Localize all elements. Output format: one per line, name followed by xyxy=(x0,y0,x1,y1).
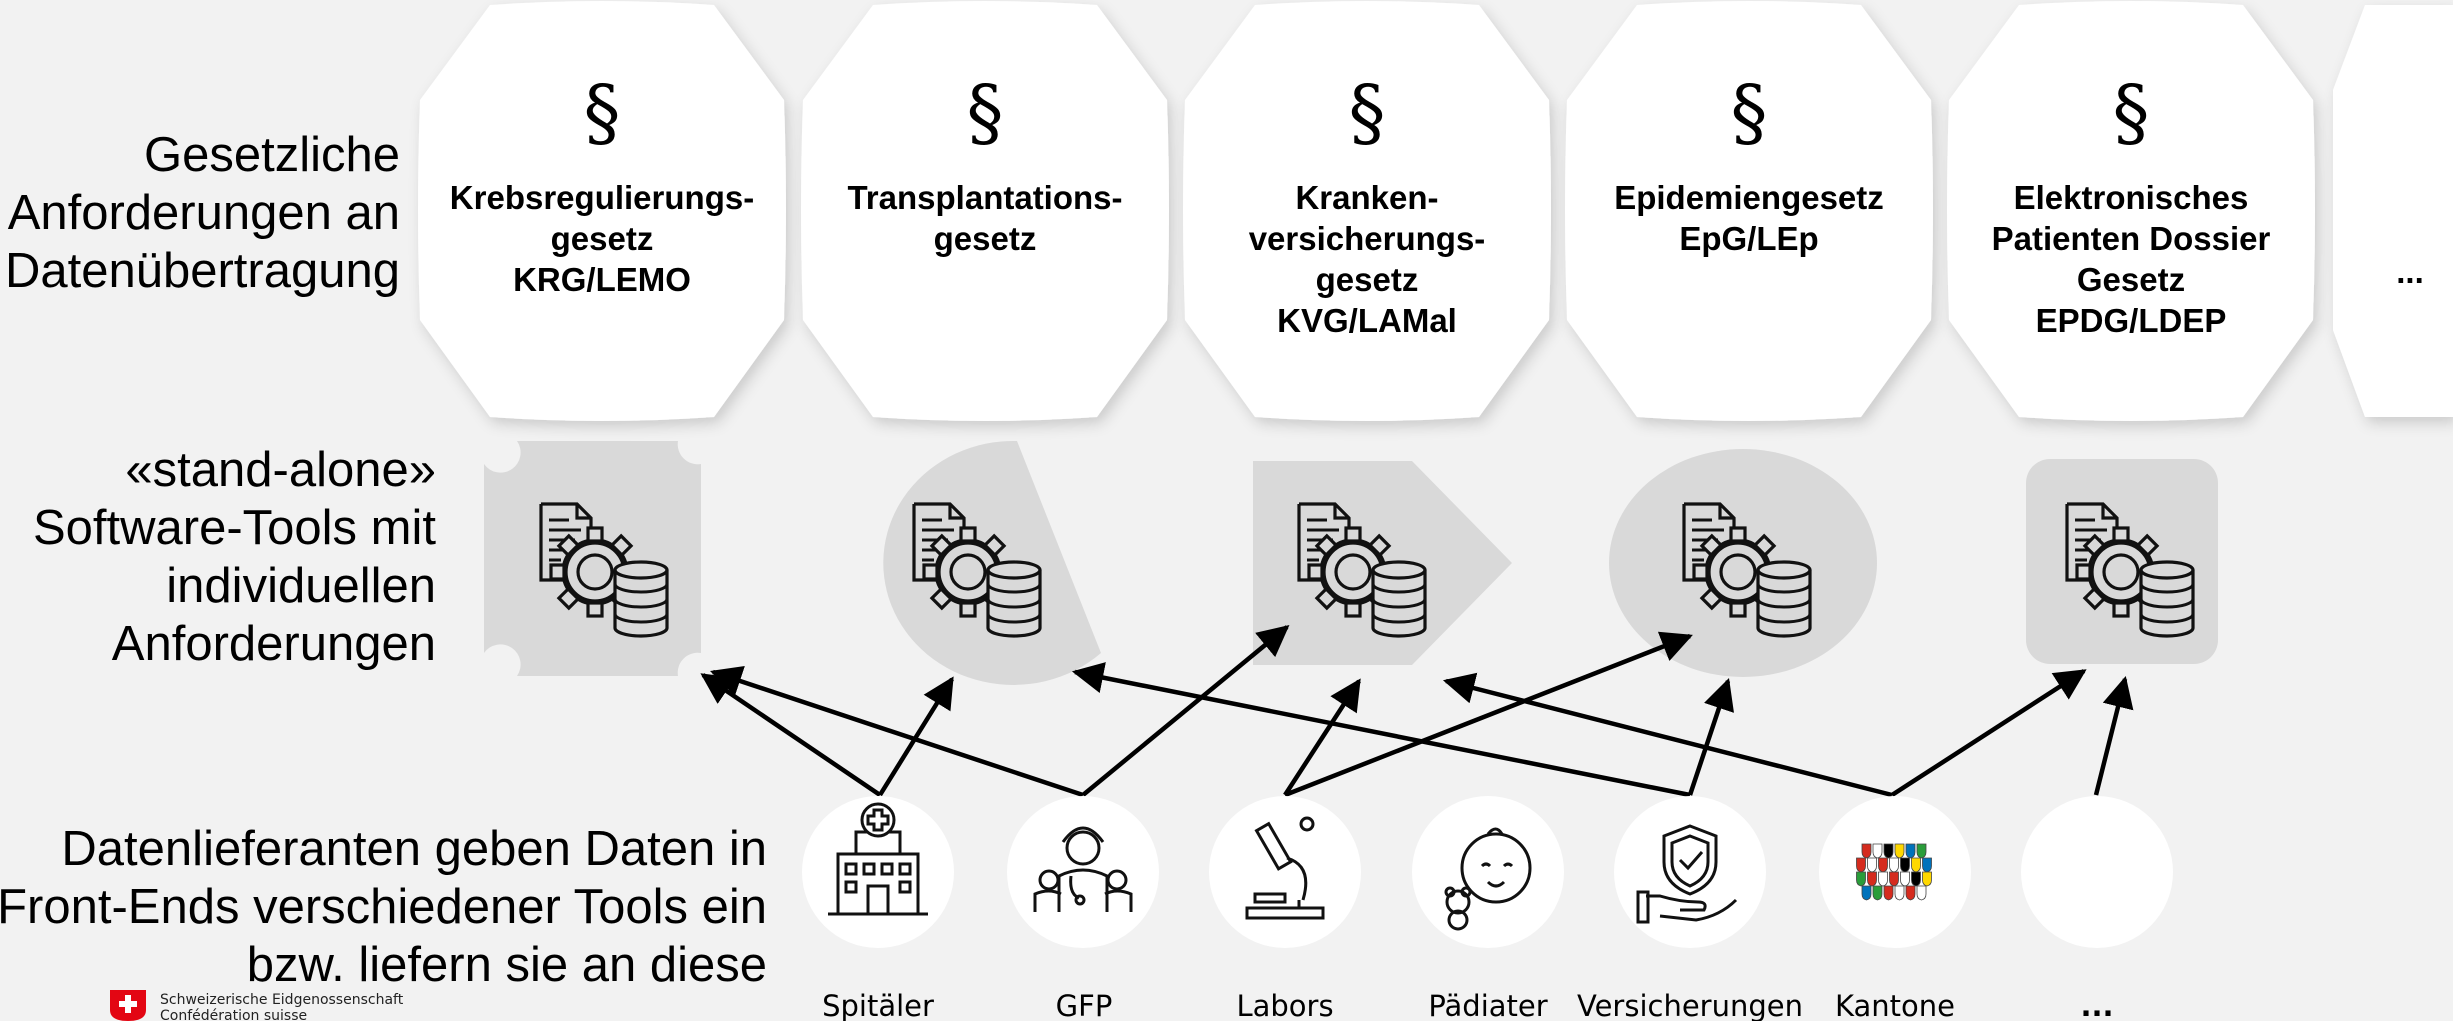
row-label-laws-line: Datenübertragung xyxy=(4,244,400,298)
row-label-laws: Gesetzliche Anforderungen an Datenübertr… xyxy=(5,126,400,300)
microscope-icon xyxy=(1245,816,1325,920)
paragraph-sign-icon: § xyxy=(584,70,621,156)
insurance-shield-hand-icon xyxy=(1636,824,1738,924)
provider-label: Spitäler xyxy=(822,989,934,1021)
provider-circle xyxy=(1209,796,1361,948)
provider-labels: Spitäler GFP Labors Pädiater Versicherun… xyxy=(822,989,2113,1021)
row-label-providers: Datenlieferanten geben Daten in Front-En… xyxy=(0,820,767,994)
healthcare-workers-icon xyxy=(1033,826,1133,912)
law-name-line: KRG/LEMO xyxy=(513,261,691,298)
provider-circle xyxy=(1007,796,1159,948)
logo-line-2: Confédération suisse xyxy=(160,1008,307,1021)
arrow-labors-to-tool4 xyxy=(1284,631,1693,798)
provider-circle xyxy=(2021,796,2173,948)
swiss-cross-icon xyxy=(119,995,137,1013)
row-label-tools: «stand-alone» Software-Tools mit individ… xyxy=(33,441,436,673)
law-hexagon-5: ... xyxy=(2333,5,2453,417)
arrows xyxy=(700,624,2134,798)
hexagon-shape xyxy=(1183,1,1551,421)
provider-label: ... xyxy=(2080,989,2113,1021)
hexagon-shape xyxy=(1947,1,2315,421)
baby-icon xyxy=(1444,827,1532,931)
hexagon-shape xyxy=(2333,5,2453,417)
law-name-line: Transplantations- xyxy=(847,179,1122,216)
arrow-gfp-to-tool1 xyxy=(710,665,1084,798)
arrow-kantone-to-tool3 xyxy=(1442,672,1893,798)
row-label-tools-line: Software-Tools mit xyxy=(32,501,436,555)
hexagon-shape xyxy=(1565,1,1933,421)
row-label-providers-line: Front-Ends verschiedener Tools ein xyxy=(0,880,767,934)
paragraph-sign-icon: § xyxy=(1349,70,1386,156)
arrow-spitaeler-to-tool2 xyxy=(878,676,954,797)
provider-circle xyxy=(1412,796,1564,948)
arrow-gfp-to-tool3 xyxy=(1081,624,1290,797)
hospital-icon xyxy=(828,802,928,916)
law-name-line: gesetz xyxy=(934,220,1037,257)
law-name-line: ... xyxy=(2396,253,2424,290)
arrow-spitaeler-to-tool1 xyxy=(700,673,882,797)
arrow-kantone-to-tool5 xyxy=(1890,669,2087,797)
provider-label: Versicherungen xyxy=(1577,989,1803,1021)
provider-label: Kantone xyxy=(1835,989,1955,1021)
law-name-line: versicherungs- xyxy=(1249,220,1486,257)
hexagon-shape xyxy=(418,1,786,421)
arrow-versicherungen-to-tool2 xyxy=(1071,662,1691,798)
row-label-tools-line: individuellen xyxy=(166,559,436,613)
law-name-line: Gesetz xyxy=(2077,261,2185,298)
provider-circles xyxy=(802,796,2173,948)
law-name-line: gesetz xyxy=(1316,261,1419,298)
law-name-line: Kranken- xyxy=(1295,179,1438,216)
law-name-line: KVG/LAMal xyxy=(1277,302,1457,339)
row-label-laws-line: Anforderungen an xyxy=(7,186,400,240)
provider-circle xyxy=(1614,796,1766,948)
law-name-line: EPDG/LDEP xyxy=(2036,302,2227,339)
swiss-confederation-logo: Schweizerische Eidgenossenschaft Confédé… xyxy=(110,990,404,1021)
row-label-tools-line: Anforderungen xyxy=(111,617,436,671)
canton-coats-of-arms-icon xyxy=(1856,843,1932,901)
law-hexagons: §Krebsregulierungs-gesetzKRG/LEMO§Transp… xyxy=(418,1,2453,421)
row-label-providers-line: bzw. liefern sie an diese xyxy=(246,938,767,992)
provider-label: Pädiater xyxy=(1428,989,1547,1021)
arrow-more-to-tool5 xyxy=(2093,675,2134,796)
paragraph-sign-icon: § xyxy=(967,70,1004,156)
law-hexagon-1: § Transplantations-gesetz xyxy=(801,1,1169,421)
row-label-laws-line: Gesetzliche xyxy=(143,128,400,182)
logo-line-1: Schweizerische Eidgenossenschaft xyxy=(160,992,404,1008)
paragraph-sign-icon: § xyxy=(1731,70,1768,156)
provider-label: GFP xyxy=(1056,989,1113,1021)
arrow-labors-to-tool3 xyxy=(1283,678,1361,797)
law-name-line: gesetz xyxy=(551,220,654,257)
row-label-tools-line: «stand-alone» xyxy=(125,443,436,497)
law-name-line: Elektronisches xyxy=(2014,179,2249,216)
provider-label: Labors xyxy=(1236,989,1333,1021)
law-name-line: EpG/LEp xyxy=(1679,220,1818,257)
law-name-line: Epidemiengesetz xyxy=(1614,179,1884,216)
paragraph-sign-icon: § xyxy=(2113,70,2150,156)
law-name-line: Patienten Dossier xyxy=(1992,220,2271,257)
row-label-providers-line: Datenlieferanten geben Daten in xyxy=(61,822,767,876)
arrow-versicherungen-to-tool4 xyxy=(1687,678,1734,796)
provider-circle xyxy=(802,796,954,948)
law-name-line: Krebsregulierungs- xyxy=(450,179,754,216)
hexagon-shape xyxy=(801,1,1169,421)
